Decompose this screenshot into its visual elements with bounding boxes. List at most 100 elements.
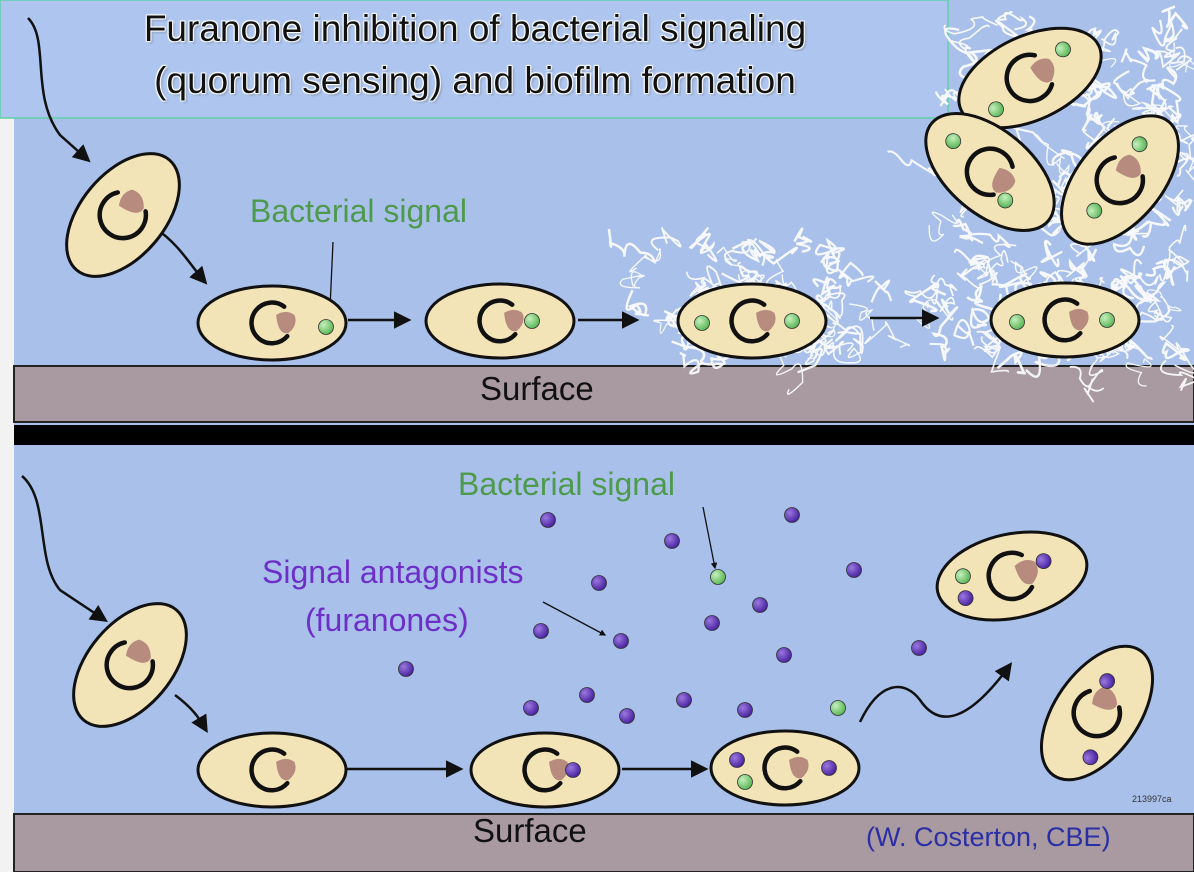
antagonist-molecule [957, 590, 974, 607]
cell-bottom-attached-3 [709, 729, 861, 807]
chromosome-ring [249, 747, 290, 793]
receptor [125, 639, 151, 663]
receptor [276, 311, 296, 334]
free-antagonist-molecule [540, 512, 556, 528]
film-code: 213997ca [1132, 794, 1172, 804]
receptor [992, 167, 1016, 193]
chromosome-ring [729, 298, 770, 344]
free-antagonist-molecule [776, 647, 792, 663]
chromosome-ring [97, 190, 149, 241]
arrow-approach-bottom [21, 475, 108, 622]
title-line-1: Furanone inhibition of bacterial signali… [143, 8, 807, 49]
free-antagonist-molecule [676, 692, 692, 708]
free-signal-molecule [710, 569, 726, 585]
free-antagonist-molecule [579, 687, 595, 703]
antagonist-molecule [1035, 553, 1052, 570]
arrow-detach [858, 662, 1013, 723]
signal-molecule [988, 101, 1004, 118]
antagonist-label-line-2: (furanones) [305, 602, 469, 638]
free-antagonist-molecule [752, 597, 768, 613]
title-line-2: (quorum sensing) and biofilm formation [154, 60, 796, 101]
free-antagonist-molecule [619, 708, 635, 724]
chromosome-ring [1004, 52, 1055, 104]
bottom-surface-label: Surface [473, 812, 587, 849]
signal-molecule [945, 133, 962, 150]
antagonist-molecule [729, 752, 745, 768]
cell-top-attached-2 [424, 282, 576, 360]
signal-molecule [524, 313, 540, 329]
cell-bottom-attached-2 [469, 731, 621, 809]
chromosome-ring [1042, 297, 1083, 343]
cell-top-attached-1 [196, 284, 348, 362]
bottom-signal-label: Bacterial signal [458, 466, 675, 502]
signal-molecule [1099, 312, 1115, 328]
receptor [789, 756, 809, 779]
receptor [118, 189, 144, 213]
cell-bottom-approaching [72, 602, 188, 728]
signal-molecule [694, 315, 710, 331]
signal-molecule [955, 568, 971, 585]
free-antagonist-molecule [784, 507, 800, 523]
free-molecules [398, 507, 927, 724]
arrow-attach-bottom [174, 694, 208, 734]
antagonist-label-line-1: Signal antagonists [262, 554, 524, 590]
signal-molecule [737, 774, 753, 790]
cell-bottom-detached-1 [935, 530, 1089, 622]
signal-molecule [784, 313, 800, 329]
bottom-panel-background [14, 445, 1194, 872]
free-antagonist-molecule [737, 702, 753, 718]
antagonist-molecule [1082, 749, 1099, 766]
cell-bottom-detached-2 [1039, 644, 1155, 782]
receptor [504, 309, 524, 332]
chromosome-ring [964, 146, 1015, 198]
top-surface [13, 365, 1194, 423]
antagonist-molecule [1099, 673, 1116, 689]
receptor [1092, 686, 1118, 710]
free-antagonist-molecule [523, 700, 539, 716]
receptor [549, 758, 569, 781]
chromosome-ring [477, 298, 518, 344]
free-antagonist-molecule [591, 575, 607, 591]
signal-molecule [1131, 136, 1148, 153]
signal-molecule [318, 319, 334, 335]
cell-top-approaching [65, 152, 181, 278]
receptor [276, 758, 296, 781]
receptor [1069, 308, 1089, 331]
receptor [1014, 560, 1038, 585]
pointer-signal-bottom [702, 506, 718, 570]
signal-molecule [1086, 202, 1103, 219]
chromosome-ring [1094, 155, 1146, 206]
arrow-approach-top [27, 17, 91, 163]
credit-label: (W. Costerton, CBE) [866, 822, 1111, 852]
antagonist-molecule [821, 760, 837, 776]
pointer-antagonist [542, 601, 607, 636]
left-margin [0, 0, 14, 872]
chromosome-ring [986, 550, 1035, 602]
free-antagonist-molecule [846, 562, 862, 578]
cell-biofilm-2 [924, 112, 1056, 232]
bacteria-cells [65, 26, 1180, 809]
cell-top-attached-3 [676, 282, 828, 360]
receptor [756, 309, 776, 332]
pointer-signal-top [326, 241, 334, 310]
free-antagonist-molecule [911, 640, 927, 656]
chromosome-ring [1071, 688, 1123, 739]
antagonist-molecule [565, 762, 581, 778]
chromosome-ring [762, 745, 803, 791]
title-box [0, 0, 949, 119]
free-signal-molecule [830, 700, 846, 716]
receptor [1115, 154, 1141, 178]
cell-biofilm-3 [1060, 114, 1180, 246]
signal-molecule [997, 192, 1014, 209]
free-antagonist-molecule [664, 533, 680, 549]
free-antagonist-molecule [704, 615, 720, 631]
free-antagonist-molecule [533, 623, 549, 639]
receptor [1030, 58, 1055, 83]
signal-molecule [1055, 41, 1071, 58]
free-antagonist-molecule [398, 661, 414, 677]
free-antagonist-molecule [613, 633, 629, 649]
chromosome-ring [104, 640, 156, 691]
bottom-surface [13, 813, 1194, 872]
